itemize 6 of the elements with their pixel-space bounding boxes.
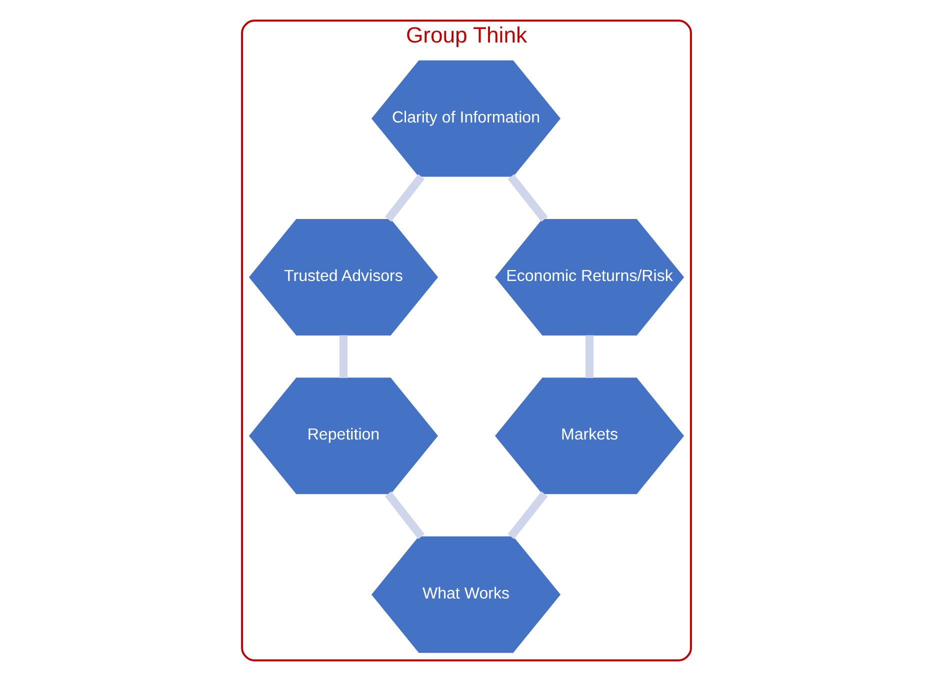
connector <box>339 335 348 378</box>
connector <box>384 491 425 540</box>
connector <box>508 491 548 540</box>
connector <box>586 335 594 378</box>
connector <box>508 174 548 222</box>
connector <box>384 174 425 222</box>
